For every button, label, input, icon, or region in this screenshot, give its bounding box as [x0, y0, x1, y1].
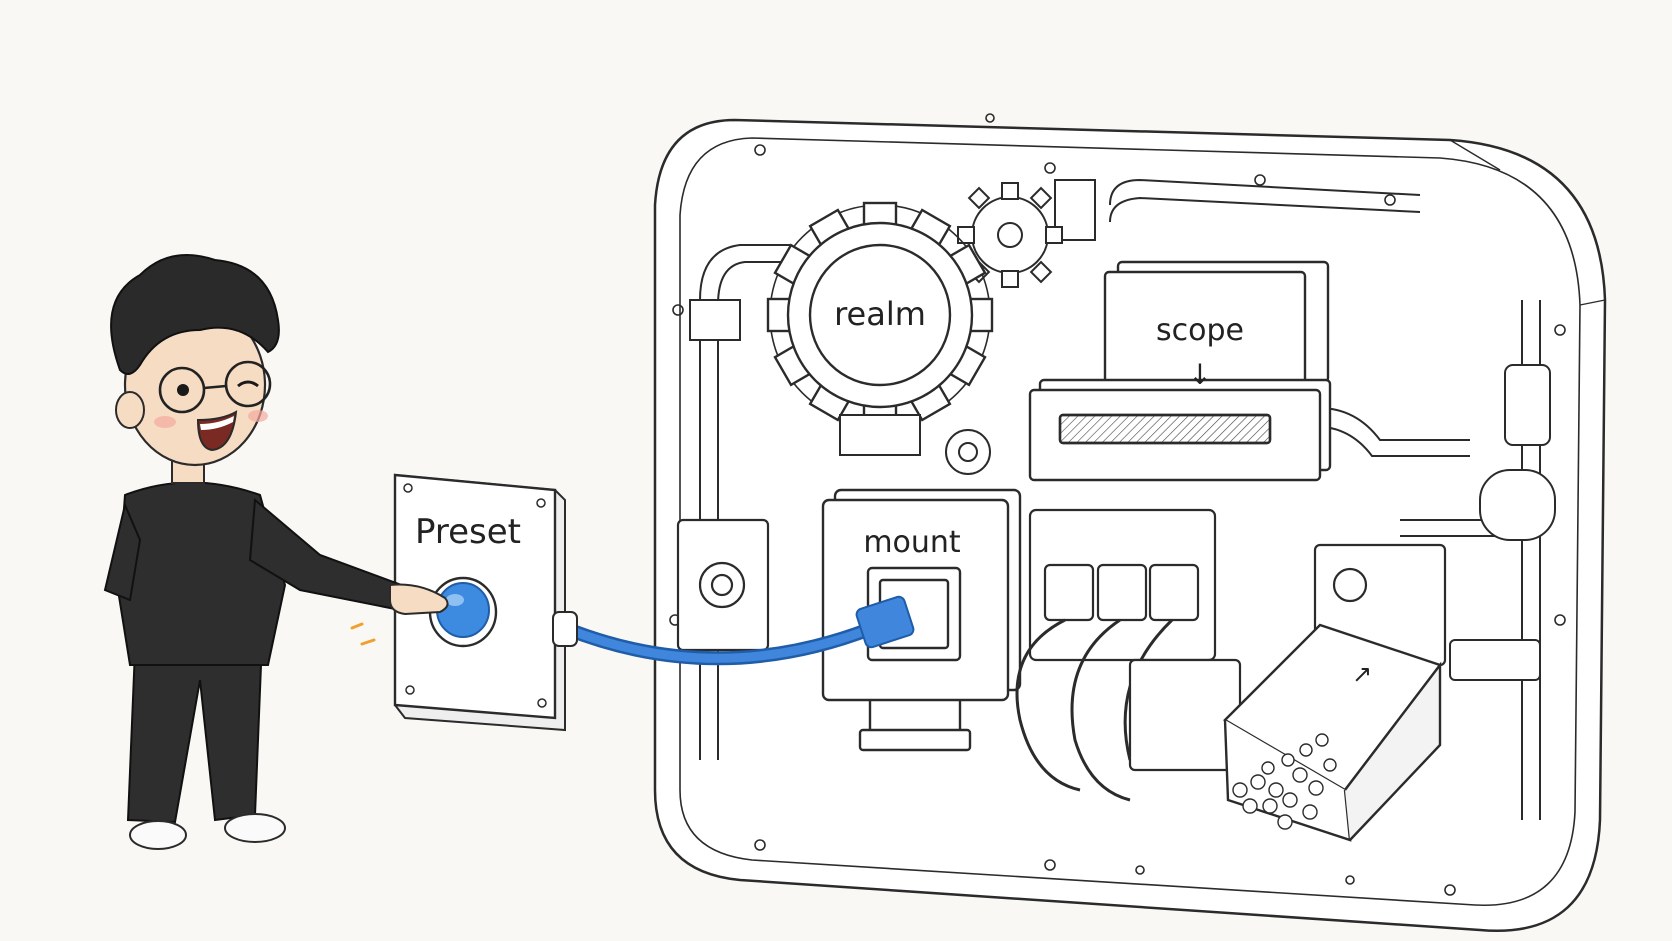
- realm-gear-icon: [766, 201, 994, 429]
- glasses-icon: [158, 360, 272, 414]
- hopper: [1223, 623, 1442, 842]
- preset-push-button[interactable]: [428, 576, 498, 648]
- side-block: [676, 518, 770, 652]
- blue-cable: [552, 595, 915, 666]
- socket-cluster: [1015, 508, 1447, 802]
- mount-label: mount: [863, 525, 961, 560]
- case-rivets: [669, 113, 1566, 896]
- realm-label: realm: [834, 295, 926, 333]
- hopper-arrow-up-right-icon: ↗: [1352, 660, 1372, 688]
- scope-label: scope: [1156, 313, 1244, 348]
- preset-label: Preset: [415, 512, 521, 552]
- person-character: [103, 254, 449, 850]
- small-gear-icon: [957, 182, 1063, 288]
- internal-pipes: [689, 178, 1556, 820]
- gear-support: [839, 414, 991, 475]
- press-motion-marks: [350, 622, 376, 646]
- scope-module: [1028, 260, 1332, 482]
- hopper-pellets: [1232, 733, 1337, 830]
- scope-arrow-down-icon: ↓: [1188, 358, 1211, 391]
